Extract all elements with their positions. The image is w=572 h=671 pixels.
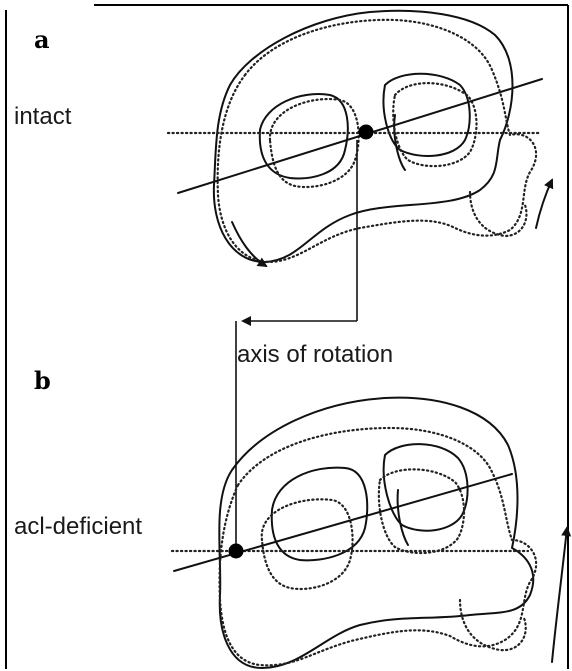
figure-frame [5,4,569,669]
rotation-arrow-left [231,221,268,268]
rotation-center-dot [358,124,374,140]
panel-b: b acl-deficient [14,366,572,669]
tibial-plateau-outline-solid-b [218,396,535,669]
panel-a-label: intact [14,103,72,130]
tibial-spine-solid-b [396,489,409,546]
medial-condyle-dotted [268,98,360,188]
panel-b-letter: b [34,366,51,395]
tibial-plateau-outline-dotted [216,18,538,264]
lateral-condyle-solid-b [382,443,469,532]
panel-a-letter: a [34,25,50,54]
medial-condyle-solid [258,93,349,180]
panel-b-label: acl-deficient [14,513,142,540]
lateral-condyle-dotted-b [377,468,466,555]
axis-of-rotation-label: axis of rotation [237,341,393,368]
posterior-bulge-dotted-b [458,598,527,652]
tibial-plateau-outline-dotted-b [218,426,538,667]
panel-a: a intact [14,9,554,268]
rotation-arrow-right-b [551,526,572,663]
axis-of-rotation-connector: axis of rotation [235,140,393,548]
tibial-plateau-outline-solid [212,9,514,263]
lateral-condyle-dotted [392,82,478,168]
lateral-condyle-solid [382,72,471,157]
rotation-arrow-right [535,178,554,229]
rotation-center-dot-b [228,543,244,559]
posterior-bulge-dotted [468,190,528,238]
medial-condyle-solid-b [270,466,369,562]
medial-condyle-dotted-b [260,498,354,590]
